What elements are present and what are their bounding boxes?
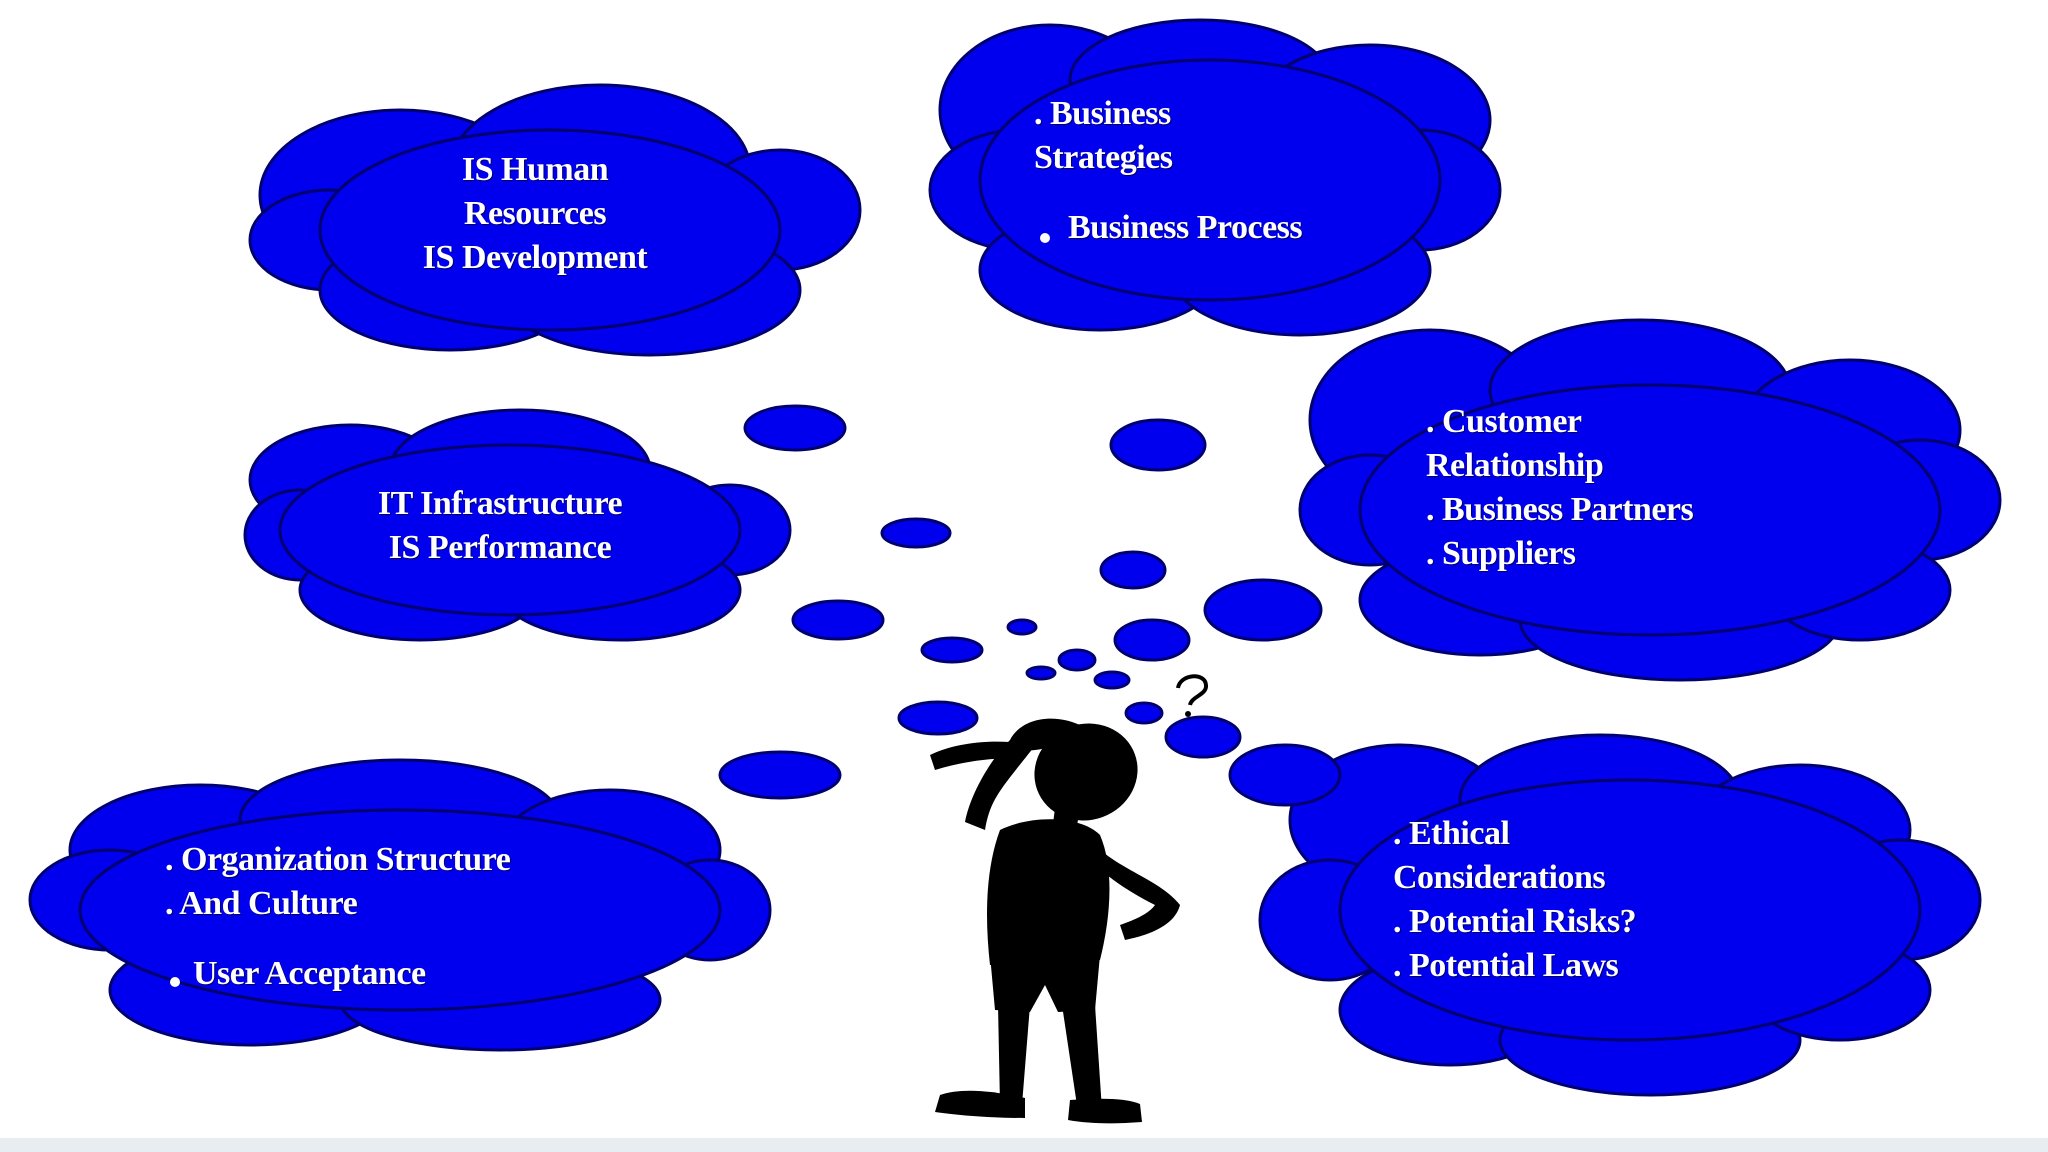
thinking-person-icon	[930, 718, 1180, 1124]
cloud-ethics	[1258, 733, 1982, 1097]
hr-line-2: Resources	[463, 195, 607, 232]
cloud-hr	[248, 83, 862, 357]
infra-line-1: IT Infrastructure	[377, 485, 623, 522]
cloud-customer	[1298, 318, 2002, 682]
customer-line-3: . Business Partners	[1426, 491, 1694, 528]
org-bullet-item: User Acceptance	[193, 955, 426, 992]
thought-bubbles	[718, 404, 1342, 807]
cloud-business	[928, 18, 1502, 337]
cloud-infra-text: IT Infrastructure IS Performance	[340, 482, 660, 570]
cloud-org	[28, 758, 772, 1052]
customer-line-2: Relationship	[1426, 447, 1604, 484]
ethics-line-2: Considerations	[1393, 859, 1606, 896]
business-line-2: Strategies	[1034, 139, 1173, 176]
ethics-line-1: . Ethical	[1393, 815, 1510, 852]
business-bullet-item: Business Process	[1068, 209, 1303, 246]
customer-line-4: . Suppliers	[1426, 535, 1576, 572]
cloud-ethics-text: . Ethical Considerations . Potential Ris…	[1393, 812, 1637, 988]
cloud-customer-text: . Customer Relationship . Business Partn…	[1426, 400, 1694, 576]
cloud-infra	[243, 408, 792, 642]
ethics-line-3: . Potential Risks?	[1393, 903, 1637, 940]
org-line-2: . And Culture	[165, 885, 358, 922]
question-mark-icon	[1176, 674, 1208, 706]
cloud-business-text: . Business Strategies Business Process	[1034, 92, 1303, 250]
customer-line-1: . Customer	[1426, 403, 1582, 440]
footer-band	[0, 1138, 2048, 1152]
ethics-line-4: . Potential Laws	[1393, 947, 1619, 984]
infra-line-2: IS Performance	[388, 529, 612, 566]
business-line-1: . Business	[1034, 95, 1171, 132]
cloud-hr-text: IS Human Resources IS Development	[390, 148, 680, 280]
org-line-1: . Organization Structure	[165, 841, 511, 878]
hr-line-3: IS Development	[422, 239, 648, 276]
cloud-org-text: . Organization Structure . And Culture U…	[165, 838, 511, 996]
hr-line-1: IS Human	[461, 151, 609, 188]
